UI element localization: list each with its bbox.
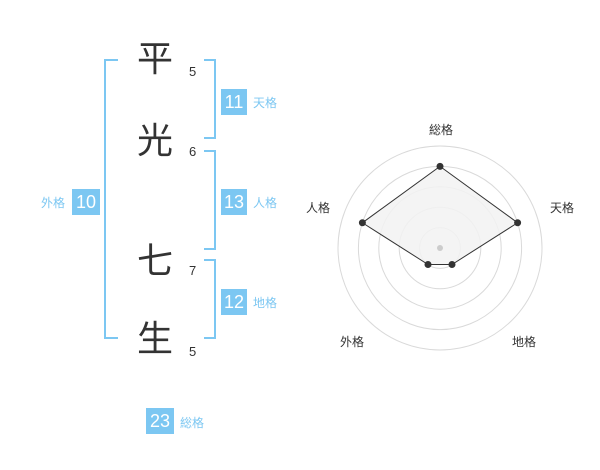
- gaikaku-value: 10: [72, 189, 100, 215]
- tenkaku-label: 天格: [253, 96, 278, 110]
- radar-polygon: [361, 165, 519, 266]
- radar-center: [437, 245, 443, 251]
- radar-label-gaikaku: 外格: [339, 335, 364, 349]
- tenkaku-bracket: [204, 59, 216, 139]
- chikaku-label: 地格: [253, 296, 278, 310]
- chikaku-value: 12: [221, 289, 247, 315]
- radar-point-3: [424, 261, 432, 269]
- radar-label-jinkaku: 人格: [305, 201, 330, 215]
- name-char-2: 光: [136, 121, 173, 162]
- stroke-count-2: 6: [189, 144, 197, 159]
- radar-point-4: [358, 219, 366, 227]
- stroke-count-1: 5: [189, 64, 197, 79]
- jinkaku-bracket: [204, 150, 216, 250]
- jinkaku-value: 13: [221, 189, 247, 215]
- radar-point-1: [514, 219, 522, 227]
- radar-label-soukaku: 総格: [428, 123, 453, 137]
- stroke-count-4: 5: [189, 344, 197, 359]
- radar-point-2: [448, 261, 456, 269]
- radar-ring: [337, 145, 543, 351]
- jinkaku-label: 人格: [253, 196, 278, 210]
- radar-point-0: [436, 162, 444, 170]
- name-char-4: 生: [136, 319, 173, 360]
- stroke-count-3: 7: [189, 263, 197, 278]
- soukaku-value: 23: [146, 408, 174, 434]
- radar-label-chikaku: 地格: [511, 335, 536, 349]
- radar-label-tenkaku: 天格: [549, 201, 574, 215]
- gaikaku-bracket: [104, 59, 118, 339]
- soukaku-label: 総格: [180, 416, 205, 430]
- tenkaku-value: 11: [221, 89, 247, 115]
- name-char-3: 七: [136, 241, 173, 282]
- gaikaku-label: 外格: [41, 196, 66, 210]
- chikaku-bracket: [204, 259, 216, 339]
- name-char-1: 平: [136, 39, 173, 80]
